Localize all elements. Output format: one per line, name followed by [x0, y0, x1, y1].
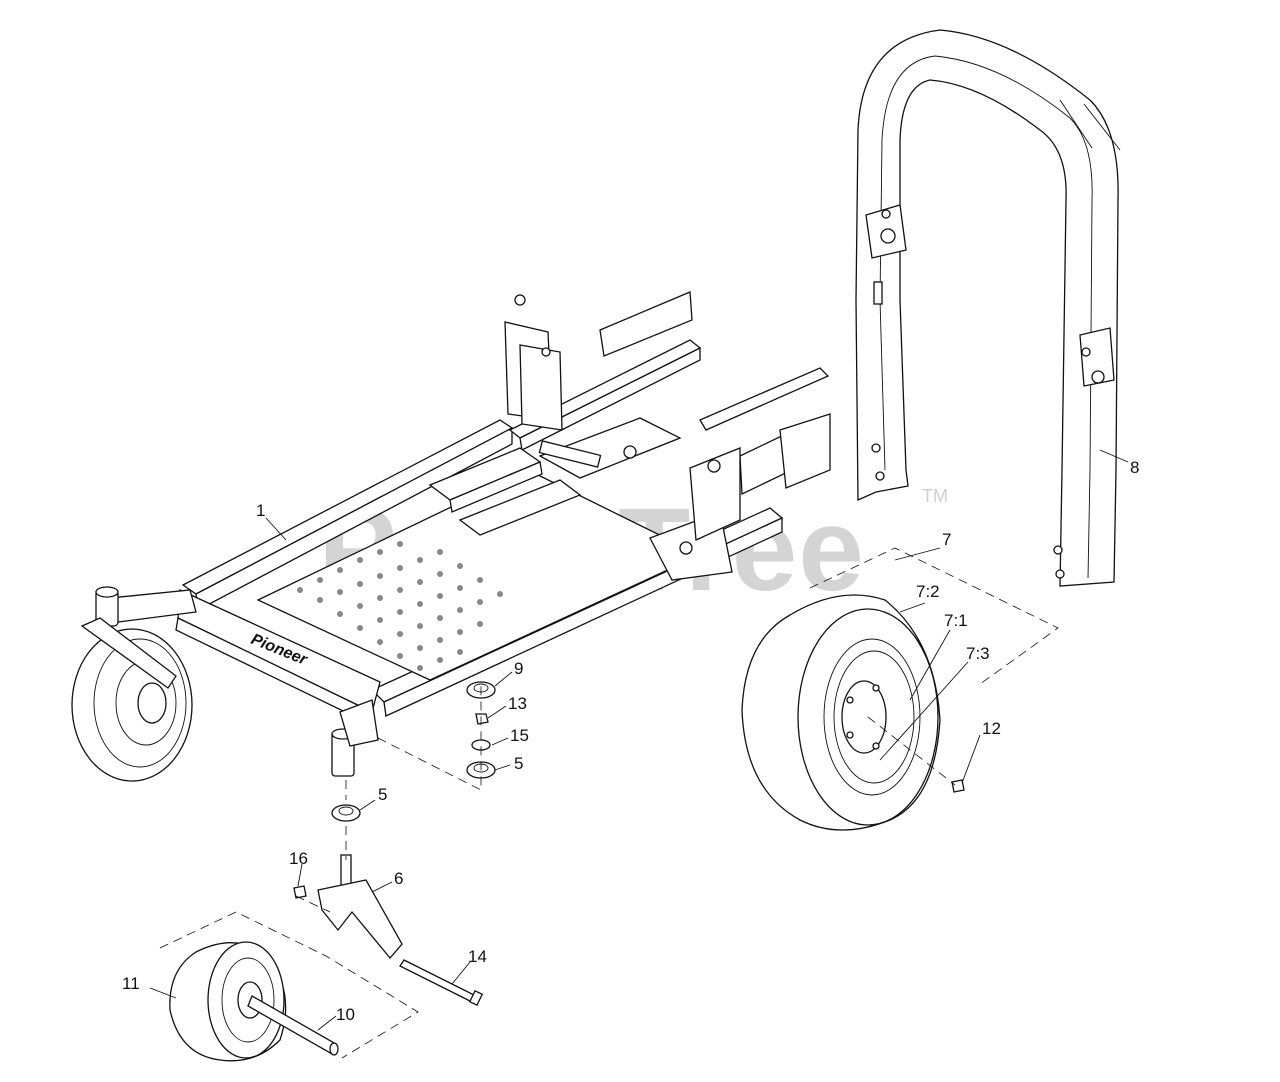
assembly-guide-lines	[159, 547, 1059, 1059]
callout-10: 10	[336, 1005, 355, 1024]
roll-bar-part	[855, 29, 1121, 587]
callout-16: 16	[289, 849, 308, 868]
leader-lines	[149, 449, 1129, 1031]
callout-14: 14	[468, 947, 487, 966]
floor-holes	[297, 541, 503, 671]
callout-5-lower: 5	[378, 785, 387, 804]
front-left-caster-wheel	[71, 617, 193, 782]
callout-labels: 1 8 7 7:2 7:1 7:3 12 9 13 15 5 5 6 16 14…	[122, 458, 1139, 1024]
callout-15: 15	[510, 726, 529, 745]
callout-9: 9	[514, 659, 523, 678]
callout-5-upper: 5	[514, 754, 523, 773]
callout-6: 6	[394, 869, 403, 888]
callout-7-3: 7:3	[966, 644, 990, 663]
caster-hardware	[293, 681, 965, 1007]
rear-drive-wheel-part	[741, 594, 941, 831]
watermark-trademark: TM	[922, 486, 948, 506]
callout-7-1: 7:1	[944, 611, 968, 630]
callout-11: 11	[122, 974, 140, 993]
callout-12: 12	[982, 719, 1001, 738]
callout-7: 7	[942, 530, 951, 549]
front-caster-wheel-part	[169, 941, 339, 1062]
callout-8: 8	[1130, 458, 1139, 477]
main-frame-part: Pioneer	[95, 291, 831, 777]
callout-7-2: 7:2	[916, 582, 940, 601]
callout-13: 13	[508, 694, 527, 713]
callout-1: 1	[256, 501, 265, 520]
